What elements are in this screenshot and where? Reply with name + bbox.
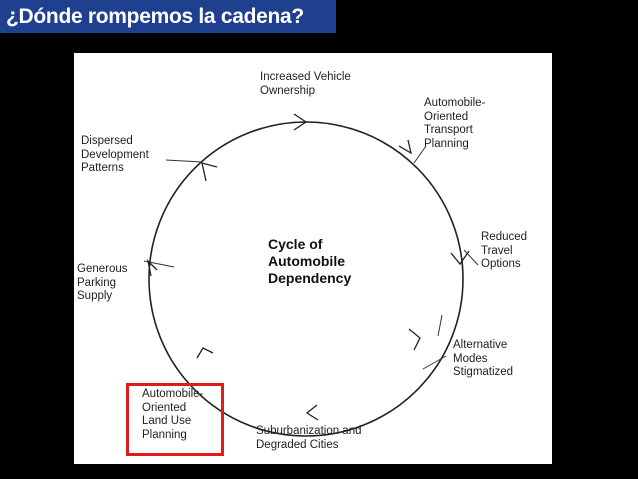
slide-title: ¿Dónde rompemos la cadena?: [0, 0, 336, 33]
node-increased-vehicle-ownership: Increased Vehicle Ownership: [260, 71, 351, 97]
arrow-lower-right: [408, 328, 421, 351]
node-automobile-oriented-land-use-planning: Automobile- Oriented Land Use Planning: [142, 388, 204, 441]
leader-dispersed-development: [165, 159, 203, 163]
leader-tick-right: [437, 314, 443, 337]
leader-alternative-modes: [422, 355, 447, 370]
arrow-top-right: [398, 139, 412, 155]
arrow-left: [146, 259, 158, 277]
node-suburbanization-degraded-cities: Suburbanization and Degraded Cities: [256, 425, 362, 451]
node-reduced-travel-options: Reduced Travel Options: [481, 231, 528, 270]
node-alternative-modes-stigmatized: Alternative Modes Stigmatized: [453, 339, 514, 378]
highlight-box: [126, 383, 224, 456]
cycle-center-label: Cycle of Automobile Dependency: [268, 236, 352, 286]
arrow-lower-left: [196, 347, 214, 359]
node-dispersed-development-patterns: Dispersed Development Patterns: [81, 135, 149, 174]
node-automobile-oriented-transport-planning: Automobile- Oriented Transport Planning: [424, 97, 486, 150]
cycle-diagram: [143, 113, 479, 437]
arrow-upper-left: [201, 162, 218, 182]
arrow-top: [293, 113, 308, 131]
arrow-right: [450, 250, 470, 266]
leader-transport-planning: [413, 145, 427, 164]
leader-reduced-options: [463, 249, 479, 266]
node-generous-parking-supply: Generous Parking Supply: [77, 263, 128, 302]
diagram-panel: Cycle of Automobile Dependency Increased…: [74, 53, 552, 464]
arrow-bottom: [305, 404, 319, 421]
